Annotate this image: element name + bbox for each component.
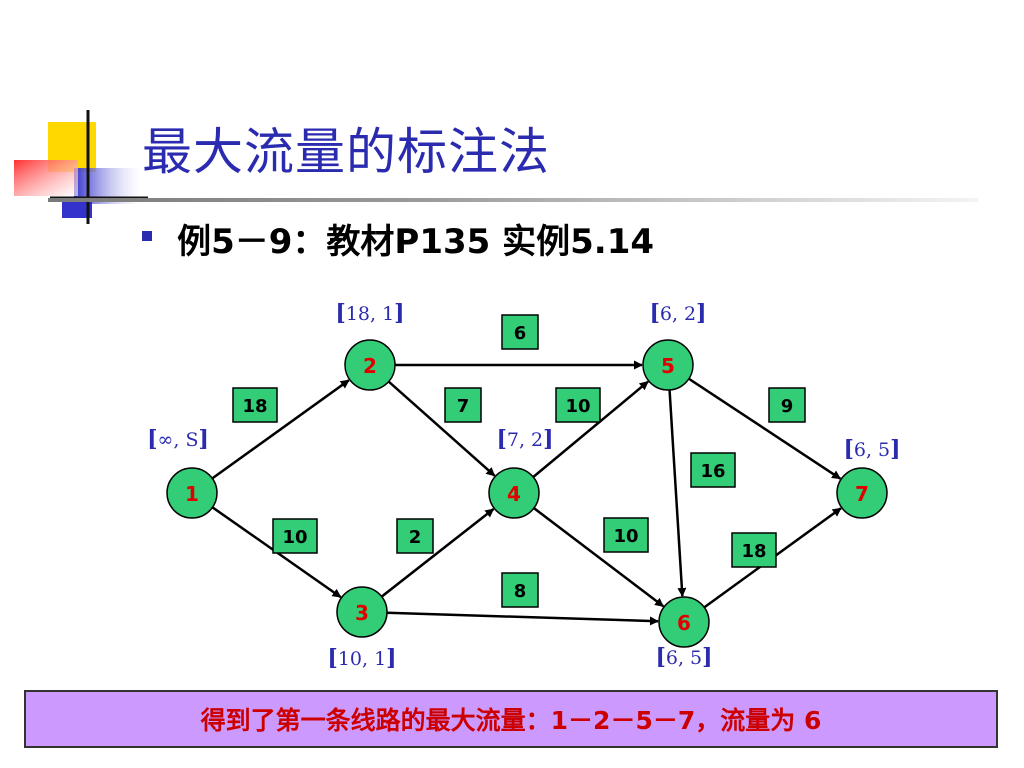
node-tag-6: [6, 5] [655,644,712,670]
capacity-label: 6 [514,323,527,344]
node-6: 6 [658,596,710,648]
capacity-label: 2 [409,527,422,548]
result-banner: 得到了第一条线路的最大流量：1－2－5－7，流量为 6 [24,690,998,748]
capacity-label: 18 [741,541,766,562]
edge-2-4 [387,380,496,477]
node-7: 7 [836,467,888,519]
result-text: 得到了第一条线路的最大流量：1－2－5－7，流量为 6 [200,706,822,735]
node-label: 6 [677,611,691,635]
node-2: 2 [344,339,396,391]
node-1: 1 [166,467,218,519]
capacity-label: 10 [282,527,307,548]
capacity-label: 8 [514,581,527,602]
node-3: 3 [336,586,388,638]
capacity-label: 9 [781,396,794,417]
bullet-item: 例5－9：教材P135 实例5.14 [142,214,654,263]
node-tag-1: [∞, S] [147,426,209,452]
capacity-box-1-3: 10 [272,518,318,554]
capacity-label: 18 [242,396,267,417]
capacity-box-4-6: 10 [603,517,649,553]
node-tag-3: [10, 1] [327,645,396,671]
node-tag-4: [7, 2] [496,426,553,452]
capacity-label: 10 [613,526,638,547]
slide-title: 最大流量的标注法 [142,123,550,181]
capacity-box-3-4: 2 [396,518,434,554]
edge-1-2 [211,379,350,480]
node-tag-2: [18, 1] [335,300,404,326]
node-label: 2 [363,354,377,378]
capacity-label: 7 [457,396,470,417]
capacity-label: 10 [565,396,590,417]
capacity-box-1-2: 18 [232,387,278,423]
node-label: 5 [661,354,675,378]
capacity-label: 16 [700,461,725,482]
capacity-box-2-5: 6 [501,314,539,350]
edge-3-4 [380,508,495,598]
node-label: 3 [355,601,369,625]
node-tag-5: [6, 2] [649,300,706,326]
node-label: 4 [507,482,521,506]
capacity-box-5-7: 9 [768,387,806,423]
capacity-box-3-6: 8 [501,572,539,608]
edge-5-7 [688,377,842,480]
capacity-box-4-5: 10 [555,387,601,423]
node-label: 1 [185,482,199,506]
title-underline [48,198,978,202]
capacity-box-2-4: 7 [444,387,482,423]
node-label: 7 [855,482,869,506]
capacity-box-6-7: 18 [731,532,777,568]
edge-5-6 [668,389,687,597]
network-flow-diagram: 18 10 6 7 2 8 10 10 16 9 18 1 2 3 4 5 6 7 [∞, S] [18, 1] [… [147,300,900,671]
bullet-text: 例5－9：教材P135 实例5.14 [177,222,655,262]
square-bullet-icon [142,230,152,241]
node-4: 4 [488,467,540,519]
edge-3-6 [386,611,659,626]
edge-4-6 [533,507,665,608]
capacity-box-5-6: 16 [690,452,736,488]
node-tag-7: [6, 5] [843,436,900,462]
edge-4-5 [532,380,649,478]
node-5: 5 [642,339,694,391]
